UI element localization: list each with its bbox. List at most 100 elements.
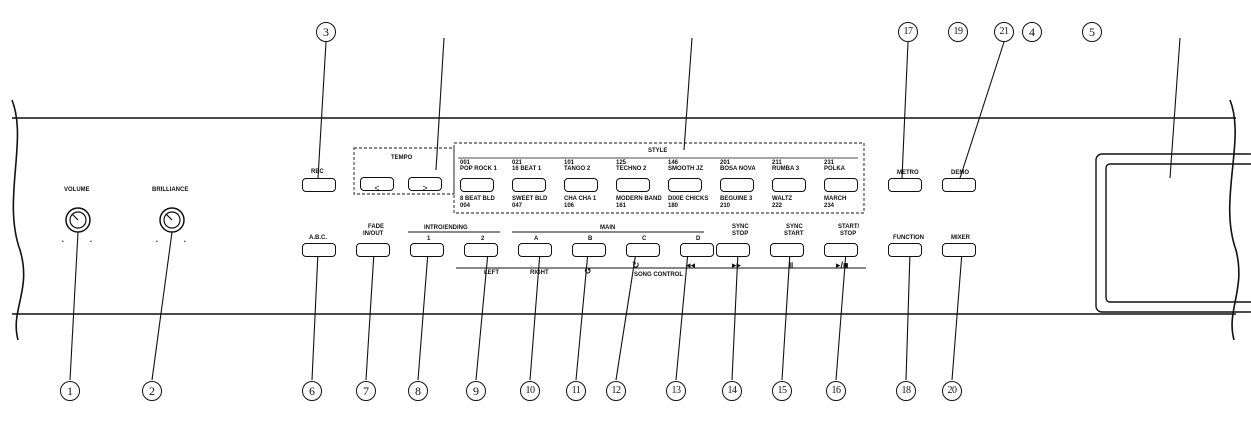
- intro-ending-label: INTRO/ENDING: [424, 225, 468, 231]
- start-stop-label-line2: STOP: [840, 231, 857, 237]
- song-right-label: RIGHT: [530, 270, 549, 276]
- song-control-label: SONG CONTROL: [634, 272, 683, 278]
- song-left-label: LEFT: [484, 270, 499, 276]
- style-top-name: BOSA NOVA: [720, 166, 756, 172]
- style-button[interactable]: [460, 178, 494, 192]
- style-top-name: POP ROCK 1: [460, 166, 497, 172]
- play-stop-icon: ▸/■: [836, 260, 849, 270]
- style-button[interactable]: [512, 178, 546, 192]
- intro-ending-1-button[interactable]: [410, 243, 444, 257]
- main-d-button[interactable]: [680, 243, 714, 257]
- intro-1-label: 1: [427, 236, 431, 242]
- style-bottom-name: 8 BEAT BLD: [460, 196, 495, 202]
- callout-9: 9: [466, 381, 486, 401]
- callout-13: 13: [666, 381, 686, 401]
- callout-17: 17: [898, 22, 918, 42]
- callout-21: 21: [994, 22, 1014, 42]
- style-top-num: 001: [460, 160, 471, 166]
- style-bottom-num: 106: [564, 203, 575, 209]
- style-bottom-name: CHA CHA 1: [564, 196, 597, 202]
- fast-forward-icon: ▸▸: [732, 260, 742, 270]
- main-a-button[interactable]: [518, 243, 552, 257]
- volume-min-dot: •: [62, 239, 64, 245]
- abc-button[interactable]: [302, 243, 336, 257]
- start-stop-button[interactable]: [824, 243, 858, 257]
- main-a-label: A: [534, 236, 539, 242]
- fade-in-out-button[interactable]: [356, 243, 390, 257]
- function-label: FUNCTION: [893, 235, 924, 241]
- style-top-num: 101: [564, 160, 575, 166]
- brilliance-max-dot: •: [184, 239, 186, 245]
- demo-button[interactable]: [942, 178, 976, 192]
- brilliance-knob: [159, 207, 185, 233]
- callout-2: 2: [142, 381, 162, 401]
- panel-right-wavy-edge: [1228, 99, 1240, 341]
- loop-cw-icon: ↻: [632, 260, 640, 270]
- intro-2-label: 2: [481, 236, 485, 242]
- style-bottom-name: WALTZ: [772, 196, 793, 202]
- style-button[interactable]: [720, 178, 754, 192]
- callout-7: 7: [356, 381, 376, 401]
- rec-label: REC: [311, 169, 324, 175]
- volume-label: VOLUME: [64, 187, 90, 193]
- pause-icon: ॥: [788, 260, 794, 270]
- tempo-down-button[interactable]: <: [360, 177, 394, 193]
- mixer-button[interactable]: [942, 243, 976, 257]
- leader-lines: [69, 37, 1181, 381]
- tempo-down-glyph: <: [374, 183, 380, 193]
- callout-18: 18: [896, 381, 916, 401]
- lcd-display: [1095, 153, 1251, 313]
- style-bottom-name: DIXIE CHICKS: [668, 196, 709, 202]
- tempo-label: TEMPO: [391, 155, 413, 161]
- style-top-name: RUMBA 3: [772, 166, 800, 172]
- mixer-label: MIXER: [951, 235, 971, 241]
- style-bottom-name: SWEET BLD: [512, 196, 548, 202]
- sync-stop-label-line1: SYNC: [732, 224, 749, 230]
- panel-outline: [11, 99, 1240, 341]
- style-button[interactable]: [824, 178, 858, 192]
- sync-start-button[interactable]: [770, 243, 804, 257]
- callout-10: 10: [520, 381, 540, 401]
- style-button[interactable]: [772, 178, 806, 192]
- style-bottom-num: 047: [512, 203, 523, 209]
- callout-20: 20: [942, 381, 962, 401]
- sync-stop-button[interactable]: [716, 243, 750, 257]
- callout-11: 11: [566, 381, 586, 401]
- style-button[interactable]: [616, 178, 650, 192]
- style-bottom-num: 004: [460, 203, 471, 209]
- callout-19: 19: [948, 22, 968, 42]
- callout-4: 4: [1022, 22, 1042, 42]
- style-bottom-name: BEGUINE 3: [720, 196, 753, 202]
- style-top-num: 021: [512, 160, 523, 166]
- brilliance-label: BRILLIANCE: [152, 187, 189, 193]
- main-b-button[interactable]: [572, 243, 606, 257]
- main-b-label: B: [588, 236, 593, 242]
- sync-start-label-line1: SYNC: [786, 224, 803, 230]
- volume-max-dot: •: [90, 239, 92, 245]
- function-button[interactable]: [888, 243, 922, 257]
- style-button[interactable]: [668, 178, 702, 192]
- sync-start-label-line2: START: [784, 231, 804, 237]
- rec-button[interactable]: [302, 178, 336, 192]
- style-top-name: POLKA: [824, 166, 845, 172]
- callout-3: 3: [316, 22, 336, 42]
- callout-14: 14: [722, 381, 742, 401]
- style-button[interactable]: [564, 178, 598, 192]
- style-top-num: 211: [772, 160, 782, 166]
- loop-ccw-icon: ↺: [584, 266, 592, 276]
- main-label: MAIN: [600, 225, 616, 231]
- abc-label: A.B.C.: [309, 235, 327, 241]
- style-bottom-name: MARCH: [824, 196, 847, 202]
- main-c-button[interactable]: [626, 243, 660, 257]
- callout-12: 12: [606, 381, 626, 401]
- callout-15: 15: [772, 381, 792, 401]
- tempo-up-button[interactable]: >: [408, 177, 442, 193]
- intro-ending-2-button[interactable]: [464, 243, 498, 257]
- metro-button[interactable]: [888, 178, 922, 192]
- style-bottom-num: 234: [824, 203, 835, 209]
- demo-label: DEMO: [951, 170, 969, 176]
- main-d-label: D: [696, 236, 701, 242]
- style-bottom-num: 222: [772, 203, 783, 209]
- tempo-up-glyph: >: [422, 183, 428, 193]
- callout-5: 5: [1082, 22, 1102, 42]
